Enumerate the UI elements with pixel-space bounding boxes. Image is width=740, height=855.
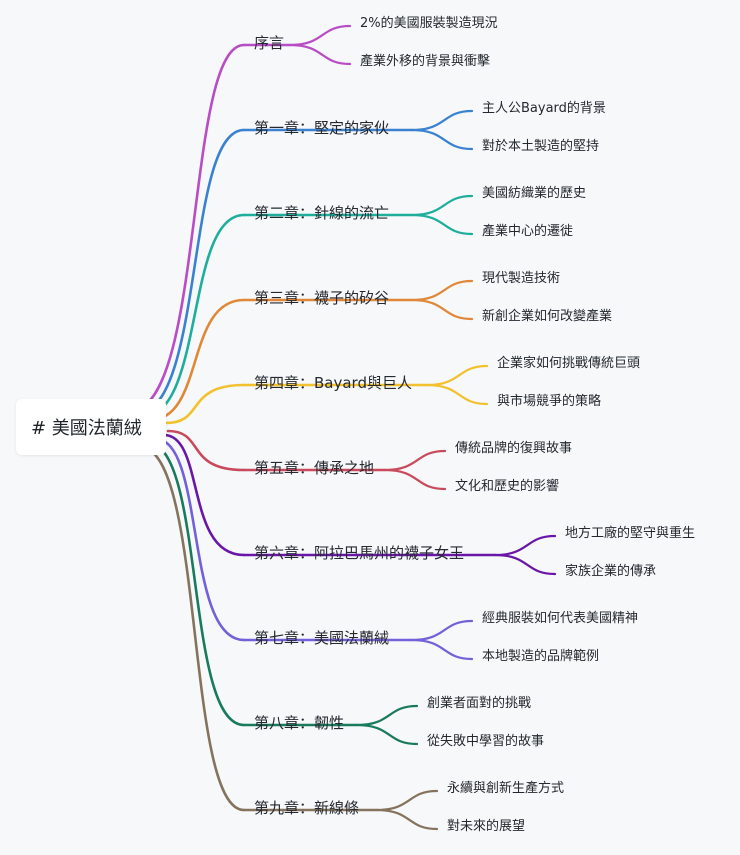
leaf-node-label[interactable]: 美國紡織業的歷史 <box>482 186 587 201</box>
leaf-edge <box>410 619 474 642</box>
leaf-node-label[interactable]: 從失敗中學習的故事 <box>427 734 545 749</box>
leaf-node-label[interactable]: 創業者面對的挑戰 <box>427 696 532 711</box>
leaf-edge <box>375 808 439 831</box>
leaf-edge <box>288 43 352 66</box>
branch-edge <box>148 298 246 422</box>
leaf-node-label[interactable]: 新創企業如何改變產業 <box>482 309 613 324</box>
chapter-node-label[interactable]: 第六章：阿拉巴馬州的襪子女王 <box>254 544 465 562</box>
leaf-edge <box>493 553 557 576</box>
leaf-node-label[interactable]: 產業中心的遷徙 <box>482 224 574 239</box>
root-node-label: # 美國法蘭絨 <box>31 418 142 439</box>
branch-edge <box>128 43 246 413</box>
leaf-node-label[interactable]: 經典服裝如何代表美國精神 <box>482 611 639 626</box>
leaf-node-label[interactable]: 本地製造的品牌範例 <box>482 649 600 664</box>
leaf-edge <box>410 109 474 132</box>
leaf-edge <box>383 468 447 491</box>
chapter-node-label[interactable]: 第二章：針線的流亡 <box>254 204 390 222</box>
root-node[interactable] <box>16 399 166 455</box>
leaf-node-label[interactable]: 現代製造技術 <box>482 271 561 286</box>
leaf-node-label[interactable]: 文化和歷史的影響 <box>455 479 560 494</box>
chapter-node-label[interactable]: 序言 <box>254 34 285 52</box>
leaf-node-label[interactable]: 企業家如何挑戰傳統巨頭 <box>497 356 641 371</box>
branch-edge <box>162 433 246 557</box>
leaf-node-label[interactable]: 永續與創新生產方式 <box>447 781 565 796</box>
leaf-edge <box>355 723 419 746</box>
leaf-edge <box>410 128 474 151</box>
leaf-edge <box>410 298 474 321</box>
leaf-edge <box>410 213 474 236</box>
chapter-node-label[interactable]: 第八章：韌性 <box>254 714 345 732</box>
leaf-edge <box>410 279 474 302</box>
leaf-node-label[interactable]: 傳統品牌的復興故事 <box>455 441 573 456</box>
chapter-node-label[interactable]: 第四章：Bayard與巨人 <box>254 374 412 392</box>
leaf-node-label[interactable]: 家族企業的傳承 <box>565 564 657 579</box>
leaf-edge <box>425 364 489 387</box>
leaf-node-label[interactable]: 地方工廠的堅守與重生 <box>565 526 696 541</box>
branch-edge <box>154 437 246 642</box>
leaf-edge <box>410 638 474 661</box>
leaf-node-label[interactable]: 對未來的展望 <box>447 819 526 834</box>
leaf-node-label[interactable]: 2%的美國服裝製造現況 <box>360 16 498 31</box>
chapter-node-label[interactable]: 第五章：傳承之地 <box>254 459 375 477</box>
chapter-node-label[interactable]: 第一章：堅定的家伙 <box>254 119 390 137</box>
edges-layer <box>128 24 557 831</box>
branch-edge <box>164 383 246 425</box>
leaf-edge <box>425 383 489 406</box>
branch-edge <box>138 445 246 812</box>
leaf-edge <box>375 789 439 812</box>
leaf-edge <box>288 24 352 47</box>
branch-edge <box>146 441 246 727</box>
chapter-node-label[interactable]: 第七章：美國法蘭絨 <box>254 629 390 647</box>
chapter-node-label[interactable]: 第九章：新線條 <box>254 799 360 817</box>
leaf-edge <box>493 534 557 557</box>
leaf-edge <box>410 194 474 217</box>
leaf-edge <box>355 704 419 727</box>
branch-edge <box>134 128 246 416</box>
leaf-node-label[interactable]: 產業外移的背景與衝擊 <box>360 54 491 69</box>
leaf-node-label[interactable]: 主人公Bayard的背景 <box>482 101 606 116</box>
leaf-edge <box>383 449 447 472</box>
leaf-node-label[interactable]: 與市場競爭的策略 <box>497 394 602 409</box>
chapter-node-label[interactable]: 第三章：襪子的矽谷 <box>254 289 390 307</box>
leaf-node-label[interactable]: 對於本土製造的堅持 <box>482 139 600 154</box>
branch-edge <box>166 429 246 472</box>
